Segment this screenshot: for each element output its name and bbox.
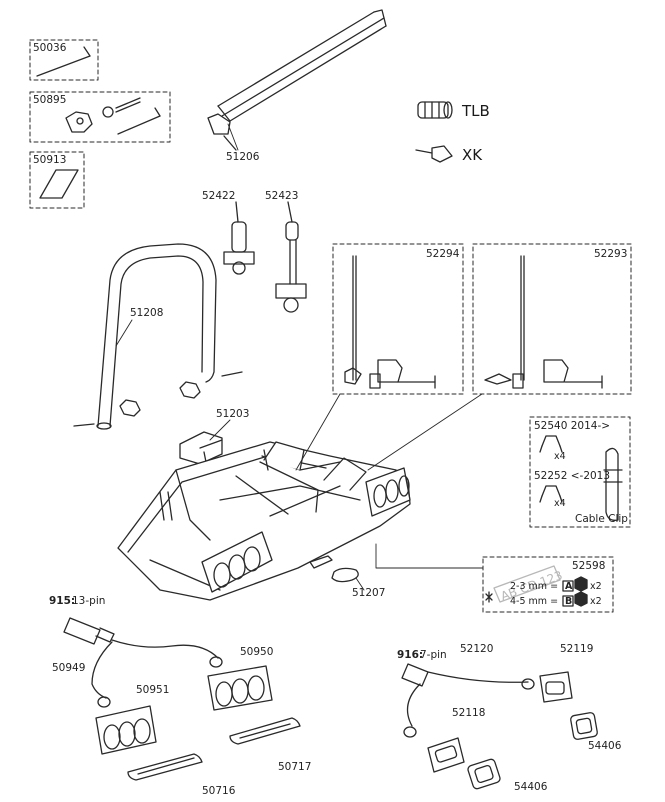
support-arch-51208 [73,243,243,430]
key-xk [415,145,453,163]
kit-box-50913 [29,151,85,209]
label-cable-clip: Cable Clip [575,513,628,525]
part-number-52598: 52598 [572,560,606,572]
part-number-50949: 50949 [52,662,86,674]
leader-52598 [375,543,484,569]
part-number-52294: 52294 [426,248,460,260]
quantity-x2-upper: x2 [590,581,602,592]
part-number-51208: 51208 [130,307,164,319]
label-13-pin: 13-pin [72,595,106,607]
wiring-harness-13-pin-915 [63,617,223,708]
frame-holder-52423 [275,201,307,313]
part-number-52423: 52423 [265,190,299,202]
rear-lamp-52119 [539,671,573,703]
box-label-a: A [565,581,573,592]
part-number-50717: 50717 [278,761,312,773]
part-number-51203: 51203 [216,408,250,420]
part-number-50913: 50913 [33,154,67,166]
wheel-strap-kit-52294 [344,255,436,389]
wiring-harness-7-pin-916 [401,663,535,738]
leader-52294 [295,393,341,471]
leader-51207 [355,577,365,591]
leader-51206 [227,123,239,151]
hex-key-50036 [36,46,91,77]
kit-box-52294 [332,243,464,395]
quantity-x2-lower: x2 [590,596,602,607]
label-916: 916: [397,649,424,661]
frame-holder-52422 [223,201,255,275]
cable-clip-kit [539,435,623,521]
gasket-54406-upper [570,712,598,740]
part-number-50895: 50895 [33,94,67,106]
kit-box-cable-clip [529,416,631,528]
part-number-52422: 52422 [202,190,236,202]
part-number-52120: 52120 [460,643,494,655]
part-number-51207: 51207 [352,587,386,599]
box-label-b: B [565,596,573,607]
rear-lamp-50951 [95,705,157,755]
part-number-54406-lower: 54406 [514,781,548,793]
gasket-50716 [127,753,203,781]
label-7-pin: 7-pin [420,649,447,661]
label-xk: XK [462,146,483,164]
part-number-52293: 52293 [594,248,628,260]
knob-bolt-kit-50895 [65,97,161,135]
part-number-51206: 51206 [226,151,260,163]
part-number-50950: 50950 [240,646,274,658]
label-915: 915: [49,595,76,607]
part-number-52540: 52540 2014-> [534,420,611,432]
label-4-5-mm: 4-5 mm = [510,596,559,607]
number-plate-kit-52598 [485,565,588,607]
part-number-50951: 50951 [136,684,170,696]
rear-lamp-50950 [207,665,273,711]
part-number-50716: 50716 [202,785,236,797]
part-number-50036: 50036 [33,42,67,54]
pad-50913 [39,169,79,199]
leader-51203 [209,419,231,441]
part-number-52118: 52118 [452,707,486,719]
leader-52293 [367,393,483,471]
part-number-52252: 52252 <-2013 [534,470,611,482]
foot-51207 [331,567,359,583]
quantity-x4-lower: x4 [554,498,566,509]
gasket-50717 [229,717,301,745]
rail-51206 [207,9,387,151]
wheel-strap-kit-52293 [484,255,603,389]
lock-cylinder-tlb [417,101,453,119]
kit-box-50036 [29,39,99,81]
part-number-52119: 52119 [560,643,594,655]
kit-box-52293 [472,243,632,395]
quantity-x4-upper: x4 [554,451,566,462]
grip-51203 [179,431,223,465]
rear-lamp-52118 [427,737,465,773]
kit-box-52598 [482,556,614,613]
gasket-54406-lower [467,758,501,790]
bike-carrier-body [117,441,411,601]
kit-box-50895 [29,91,171,143]
label-tlb: TLB [462,102,490,120]
part-number-54406-upper: 54406 [588,740,622,752]
label-2-3-mm: 2-3 mm = [510,581,559,592]
leader-51208 [115,319,133,347]
